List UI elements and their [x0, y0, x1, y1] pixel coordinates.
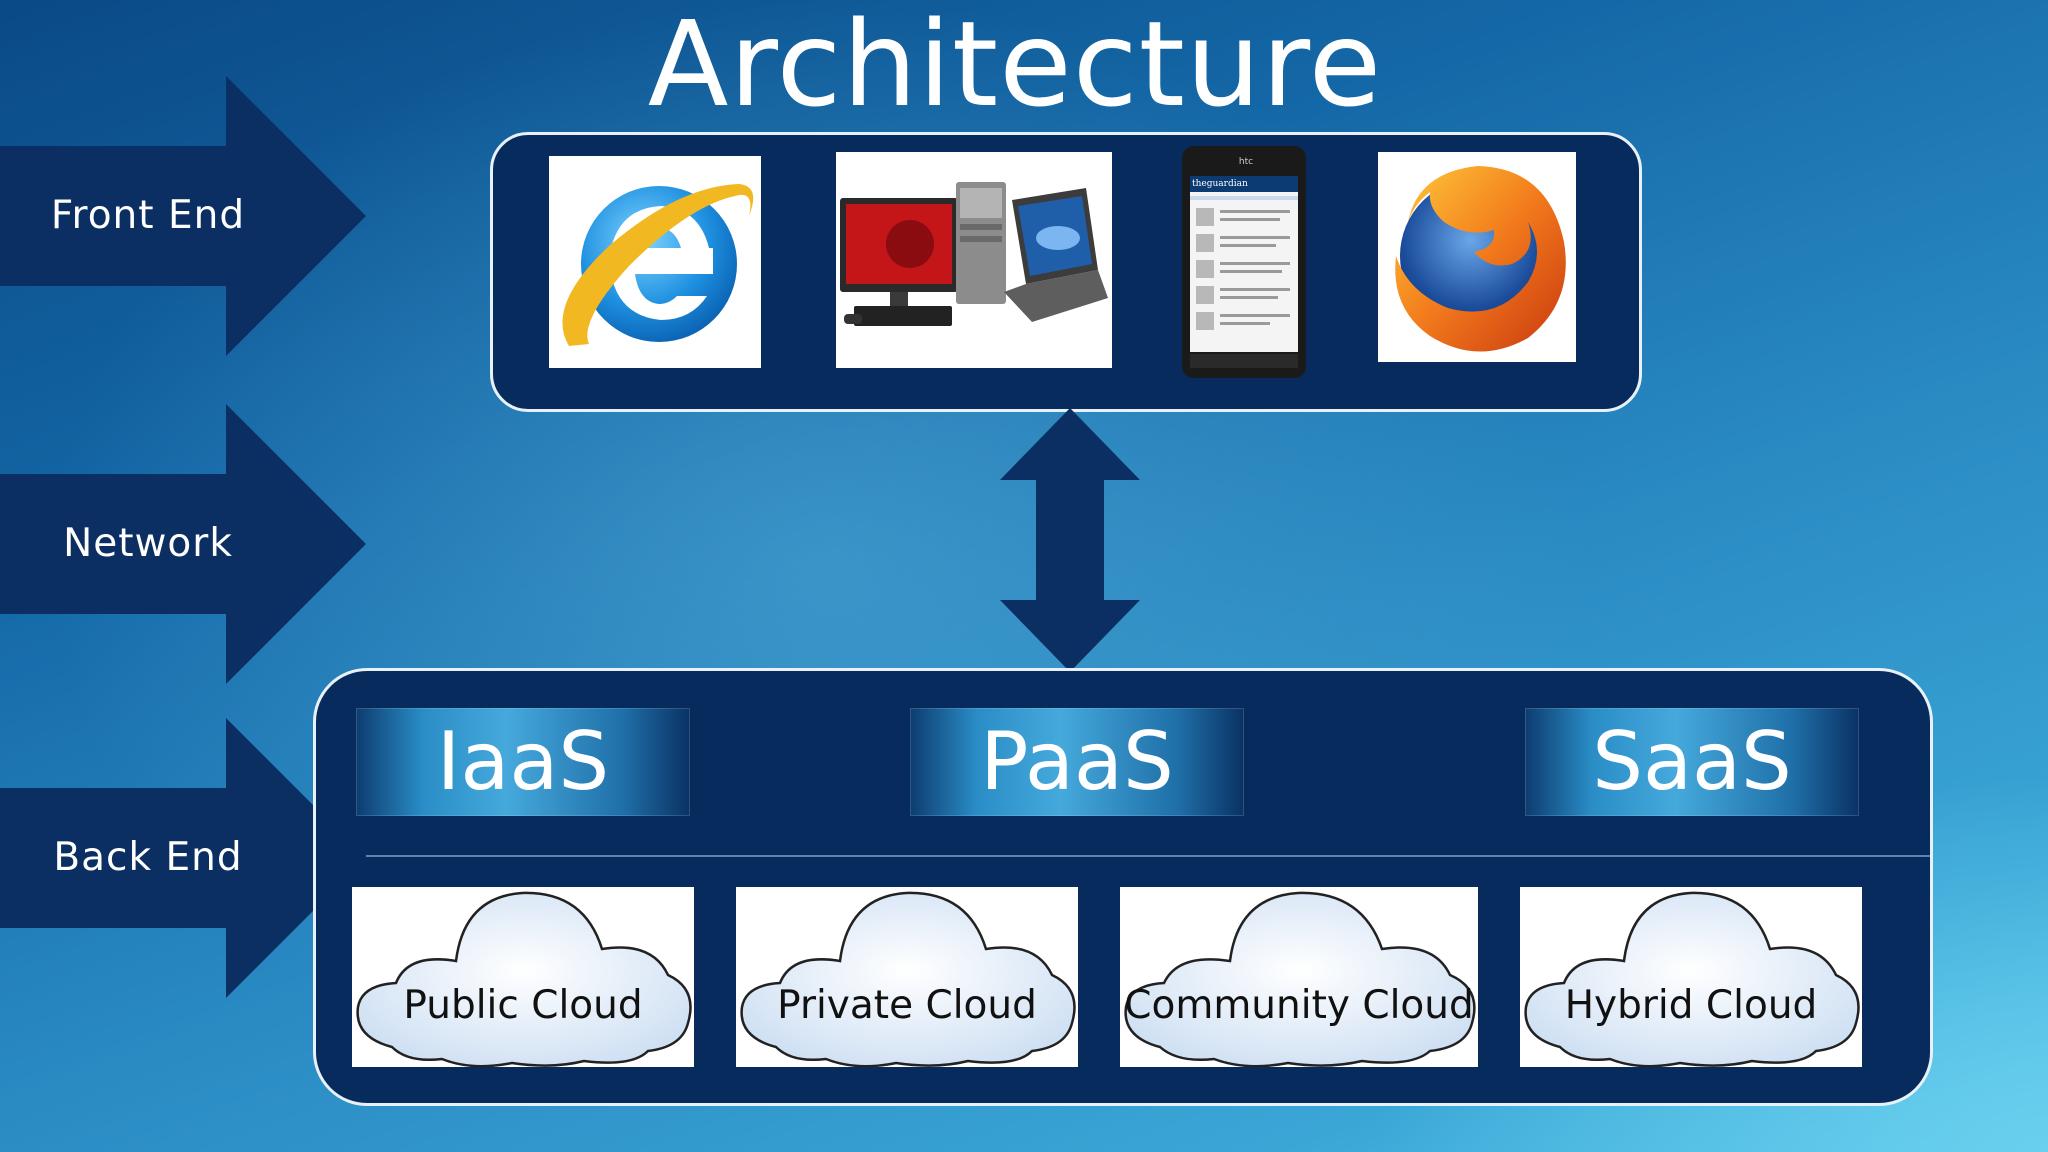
- internet-explorer-icon: [549, 156, 761, 368]
- community-cloud-label: Community Cloud: [1120, 983, 1478, 1028]
- firefox-icon: [1378, 152, 1576, 362]
- hybrid-cloud-tile: Hybrid Cloud: [1520, 887, 1862, 1067]
- private-cloud-tile: Private Cloud: [736, 887, 1078, 1067]
- front-end-label: Front End: [0, 193, 296, 238]
- phone-site-name: theguardian: [1192, 177, 1272, 191]
- hybrid-cloud-label: Hybrid Cloud: [1520, 983, 1862, 1028]
- cloud-icon: [736, 887, 1078, 1067]
- panel-divider: [366, 855, 1930, 857]
- network-arrow: Network: [0, 404, 370, 684]
- cloud-icon: [352, 887, 694, 1067]
- saas-tile: SaaS: [1525, 708, 1859, 816]
- smartphone-icon: htc theguardian: [1182, 146, 1306, 378]
- cloud-icon: [1520, 887, 1862, 1067]
- public-cloud-tile: Public Cloud: [352, 887, 694, 1067]
- bidirectional-arrow-icon: [996, 408, 1144, 672]
- iaas-tile: IaaS: [356, 708, 690, 816]
- network-label: Network: [0, 521, 296, 566]
- community-cloud-tile: Community Cloud: [1120, 887, 1478, 1067]
- desktop-and-laptop-icon: [836, 152, 1112, 368]
- front-end-arrow: Front End: [0, 76, 370, 356]
- public-cloud-label: Public Cloud: [352, 983, 694, 1028]
- back-end-label: Back End: [0, 835, 296, 880]
- phone-brand: htc: [1226, 156, 1266, 168]
- paas-tile: PaaS: [910, 708, 1244, 816]
- cloud-icon: [1120, 887, 1478, 1067]
- private-cloud-label: Private Cloud: [736, 983, 1078, 1028]
